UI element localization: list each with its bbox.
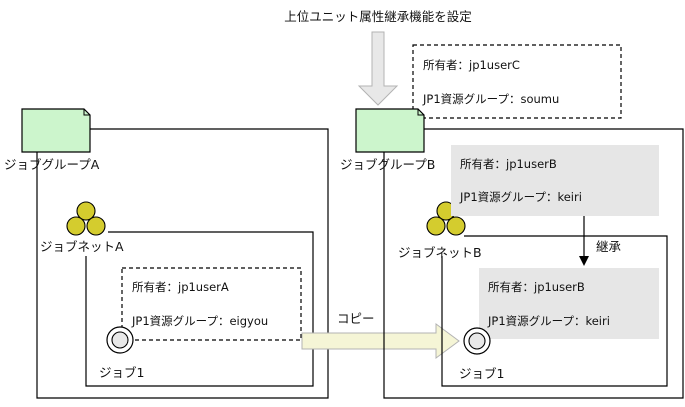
diagram-title: 上位ユニット属性継承機能を設定	[284, 9, 472, 24]
jobnet-a-frame	[85, 231, 314, 387]
jobgroup-a-frame	[36, 128, 329, 399]
job-b-double-circle-icon	[463, 327, 491, 355]
title-down-arrow	[357, 31, 399, 106]
job-a-label: ジョブ1	[99, 365, 144, 380]
jobgroup-a-label: ジョブグループA	[4, 157, 100, 172]
job-a-double-circle-icon	[106, 326, 134, 354]
jobgroup-b-frame	[383, 128, 684, 399]
jobgroup-b-owner: 所有者：jp1userB	[460, 157, 557, 171]
copy-label: コピー	[337, 311, 375, 326]
jobnet-a-three-circles-icon	[66, 201, 106, 236]
jobgroup-b-attribute-box	[451, 145, 659, 216]
inherit-label: 継承	[596, 239, 622, 254]
jobgroup-b-folder-icon	[355, 108, 425, 153]
inherit-arrow-head	[579, 256, 589, 266]
job-b-attribute-box	[479, 268, 659, 339]
upper-owner: 所有者：jp1userC	[423, 58, 520, 72]
jobgroup-b-label: ジョブグループB	[340, 157, 435, 172]
jobnet-b-frame	[441, 235, 668, 387]
job-b-label: ジョブ1	[459, 366, 504, 381]
upper-resource-group: JP1資源グループ：soumu	[422, 92, 559, 106]
job-b-resource-group: JP1資源グループ：keiri	[487, 314, 610, 328]
job-a-attribute-box	[121, 267, 302, 341]
copy-arrow	[301, 323, 460, 359]
jobgroup-a-folder-icon	[21, 108, 91, 153]
jobnet-b-label: ジョブネットB	[398, 245, 482, 260]
jobnet-a-label: ジョブネットA	[40, 239, 124, 254]
job-a-owner: 所有者：jp1userA	[132, 280, 229, 294]
job-a-resource-group: JP1資源グループ：eigyou	[131, 314, 268, 328]
upper-attribute-box	[412, 44, 622, 119]
jobnet-b-three-circles-icon	[426, 201, 466, 236]
jobgroup-b-resource-group: JP1資源グループ：keiri	[459, 190, 582, 204]
job-b-owner: 所有者：jp1userB	[488, 280, 585, 294]
